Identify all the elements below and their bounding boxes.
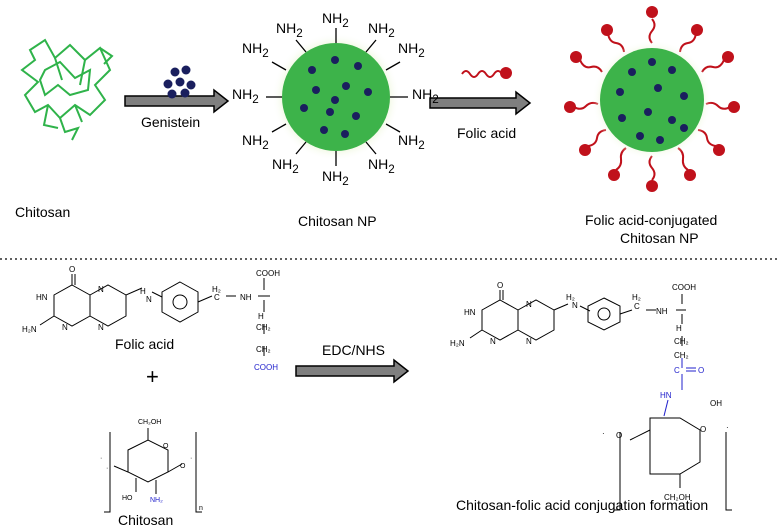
svg-text:OH: OH <box>710 399 722 408</box>
folic-acid-structure <box>39 274 270 356</box>
svg-text:NH: NH <box>240 293 252 302</box>
fa-conjugated-np-icon <box>564 6 740 192</box>
arrow-1 <box>124 88 230 114</box>
svg-text:N: N <box>62 323 68 332</box>
svg-text:N: N <box>526 300 532 309</box>
svg-text:CH₂: CH₂ <box>674 337 689 346</box>
edc-nhs-label: EDC/NHS <box>322 342 386 358</box>
amine-label-1: NH2 <box>368 20 395 40</box>
amine-label-10: NH2 <box>242 40 269 60</box>
amine-label-11: NH2 <box>276 20 303 40</box>
svg-text:H₂N: H₂N <box>450 339 465 348</box>
product-label: Chitosan-folic acid conjugation formatio… <box>456 497 709 513</box>
svg-text:HN: HN <box>464 308 476 317</box>
svg-text:·: · <box>190 455 192 462</box>
folic-acid-molecule-icon <box>461 67 512 79</box>
svg-text:·: · <box>726 423 729 432</box>
svg-text:O: O <box>497 281 503 290</box>
amine-label-4: NH2 <box>398 132 425 152</box>
svg-text:HN: HN <box>660 391 672 400</box>
svg-text:N: N <box>490 337 496 346</box>
svg-text:O: O <box>163 443 169 450</box>
svg-text:N: N <box>572 301 578 310</box>
folic-acid-label-top: Folic acid <box>457 125 517 141</box>
genistein-dots-icon <box>163 65 196 99</box>
amine-label-3: NH2 <box>412 86 439 106</box>
svg-text:COOH: COOH <box>254 363 278 372</box>
amine-label-5: NH2 <box>368 156 395 176</box>
amine-label-8: NH2 <box>242 132 269 152</box>
svg-text:·: · <box>100 455 102 462</box>
svg-text:H: H <box>258 312 264 321</box>
svg-text:H₂: H₂ <box>632 293 641 302</box>
svg-text:n: n <box>199 505 203 512</box>
svg-text:N: N <box>98 323 104 332</box>
svg-text:N: N <box>526 337 532 346</box>
reaction-arrow <box>295 358 410 384</box>
svg-text:C: C <box>674 366 680 375</box>
plus-sign: + <box>146 364 159 389</box>
svg-text:C: C <box>634 302 640 311</box>
svg-text:CH₂: CH₂ <box>256 345 271 354</box>
chitosan-polymer-icon <box>20 38 114 141</box>
svg-text:O: O <box>180 463 186 470</box>
svg-text:O: O <box>700 425 706 434</box>
chitosan-monomer-structure <box>104 428 202 513</box>
amine-label-7: NH2 <box>272 156 299 176</box>
svg-text:HO: HO <box>122 495 133 502</box>
svg-text:NH: NH <box>656 307 668 316</box>
svg-text:H₂N: H₂N <box>22 325 37 334</box>
svg-text:C: C <box>214 293 220 302</box>
svg-text:N: N <box>146 295 152 304</box>
svg-text:CH₂OH: CH₂OH <box>664 493 691 502</box>
amine-label-9: NH2 <box>232 86 259 106</box>
svg-text:CH₂: CH₂ <box>674 351 689 360</box>
svg-text:COOH: COOH <box>672 283 696 292</box>
conjugate-structure <box>469 290 732 511</box>
chitosan-np-label: Chitosan NP <box>298 213 377 229</box>
fa-conjugated-label-line1: Folic acid-conjugated <box>585 212 718 228</box>
svg-text:O: O <box>69 265 75 274</box>
svg-text:H₂: H₂ <box>566 293 575 302</box>
folic-acid-label-bottom: Folic acid <box>115 336 175 352</box>
svg-text:NH₂: NH₂ <box>150 497 163 504</box>
chitosan-np-icon <box>266 28 408 166</box>
svg-text:H: H <box>676 324 682 333</box>
fa-conjugated-label-line2: Chitosan NP <box>620 230 699 246</box>
svg-text:N: N <box>98 285 104 294</box>
svg-text:H: H <box>140 287 146 296</box>
chitosan-label: Chitosan <box>15 204 71 220</box>
chitosan-label-bottom: Chitosan <box>118 512 174 528</box>
svg-text:O: O <box>698 366 704 375</box>
svg-text:CH₂: CH₂ <box>256 323 271 332</box>
svg-text:COOH: COOH <box>256 269 280 278</box>
svg-text:·: · <box>602 429 605 438</box>
amine-label-12: NH2 <box>322 10 349 30</box>
genistein-label: Genistein <box>141 114 201 130</box>
arrow-2 <box>429 90 532 116</box>
amine-label-6: NH2 <box>322 168 349 188</box>
svg-text:H₂: H₂ <box>212 285 221 294</box>
svg-text:CH₂OH: CH₂OH <box>138 419 161 426</box>
svg-text:O: O <box>616 431 622 440</box>
svg-text:HN: HN <box>36 293 48 302</box>
svg-text:·: · <box>106 465 108 472</box>
amine-label-2: NH2 <box>398 40 425 60</box>
